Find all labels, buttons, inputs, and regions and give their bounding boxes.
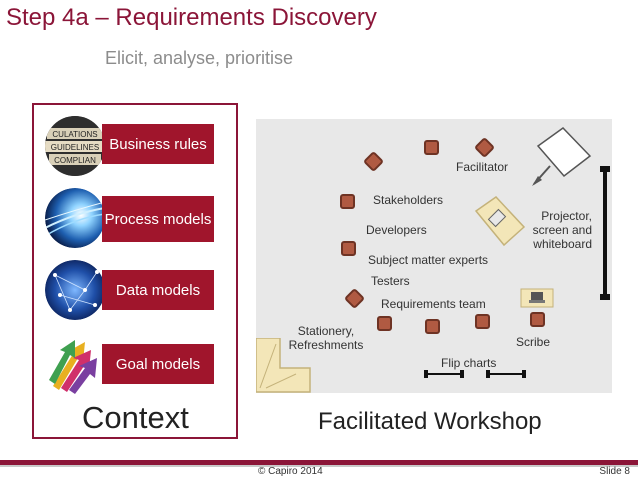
- chair: [340, 194, 355, 209]
- scribe-label: Scribe: [516, 335, 551, 349]
- copyright-text: © Capiro 2014: [258, 466, 323, 477]
- slide-title: Step 4a – Requirements Discovery: [6, 4, 377, 31]
- testers-label: Testers: [371, 274, 410, 288]
- network-globe-icon: [45, 260, 105, 320]
- colorful-arrows-icon: [45, 334, 105, 394]
- regulations-guidelines-icon: CULATIONS GUIDELINES COMPLIAN: [45, 116, 105, 176]
- icon-text-guidelines: GUIDELINES: [51, 143, 99, 152]
- light-tunnel-icon: [45, 188, 105, 248]
- projector-icon: [532, 127, 592, 186]
- business-rules-label: Business rules: [102, 124, 214, 164]
- requirements-team-label: Requirements team: [381, 297, 486, 311]
- whiteboard-bottom-cap: [600, 294, 610, 300]
- slide-number: Slide 8: [599, 466, 630, 477]
- chair: [377, 316, 392, 331]
- footer-line: [0, 465, 638, 467]
- slide-subtitle: Elicit, analyse, prioritise: [105, 48, 294, 68]
- icon-text-regulations: CULATIONS: [52, 130, 97, 139]
- workshop-heading: Facilitated Workshop: [318, 408, 542, 435]
- stationery-label: Stationery, Refreshments: [288, 324, 364, 352]
- whiteboard-screen: [603, 168, 607, 298]
- icon-text-compliance: COMPLIAN: [54, 156, 96, 165]
- facilitator-label: Facilitator: [456, 160, 509, 174]
- chair: [424, 140, 439, 155]
- scribe-desk: [520, 288, 554, 308]
- footer-bar: [0, 460, 638, 465]
- chair: [425, 319, 440, 334]
- sme-label: Subject matter experts: [368, 253, 489, 267]
- context-heading: Context: [82, 400, 189, 435]
- chair: [341, 241, 356, 256]
- process-models-label: Process models: [102, 196, 214, 242]
- stationery-table: [256, 338, 311, 393]
- projector-label: Projector, screen and whiteboard: [532, 209, 592, 251]
- data-models-label: Data models: [102, 270, 214, 310]
- whiteboard-top-cap: [600, 166, 610, 172]
- chair: [530, 312, 545, 327]
- workshop-room: [256, 119, 612, 393]
- flip-chart-left: [424, 370, 464, 378]
- flip-charts-label: Flip charts: [441, 356, 497, 370]
- flip-chart-right: [486, 370, 526, 378]
- developers-label: Developers: [366, 223, 427, 237]
- stakeholders-label: Stakeholders: [373, 193, 444, 207]
- chair: [475, 314, 490, 329]
- goal-models-label: Goal models: [102, 344, 214, 384]
- meeting-table: [474, 196, 526, 247]
